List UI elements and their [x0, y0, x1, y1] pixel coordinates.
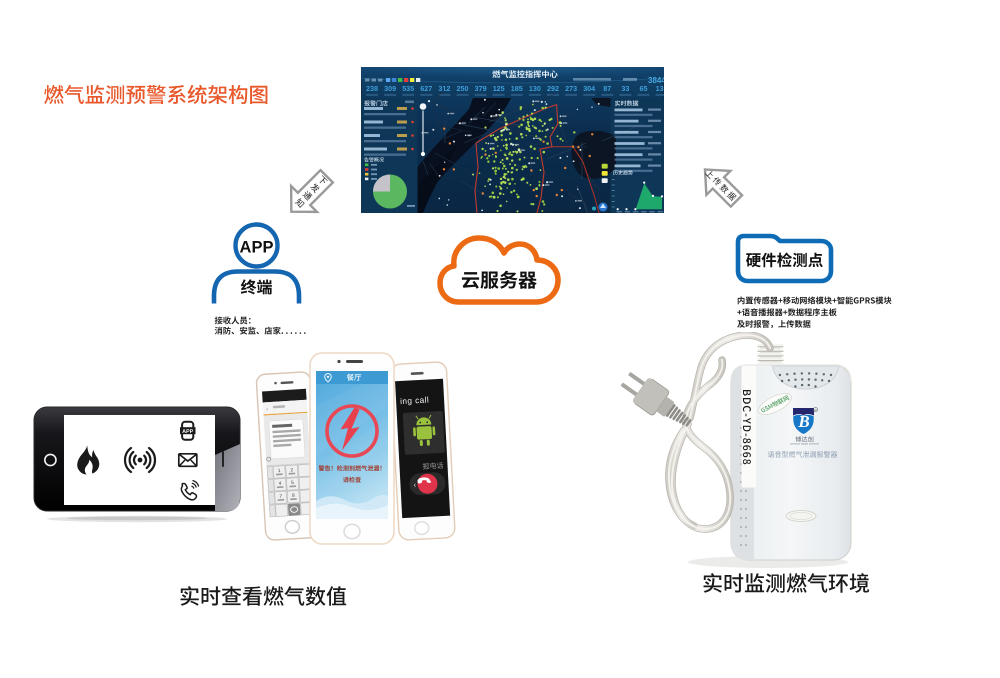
svg-text:273: 273: [565, 84, 577, 93]
svg-text:627: 627: [420, 84, 432, 93]
svg-text:185: 185: [511, 84, 523, 93]
svg-text:33: 33: [621, 84, 629, 93]
svg-text:304: 304: [583, 84, 595, 93]
svg-text:312: 312: [438, 84, 450, 93]
svg-text:‹: ‹: [266, 407, 268, 413]
svg-text:ing call: ing call: [400, 395, 430, 407]
svg-text:238: 238: [366, 84, 378, 93]
svg-text:7: 7: [279, 494, 282, 500]
svg-text:130: 130: [529, 84, 541, 93]
svg-text:3844: 3844: [648, 76, 664, 85]
svg-text:309: 309: [384, 84, 396, 93]
svg-text:125: 125: [493, 84, 505, 93]
svg-text:8: 8: [292, 493, 295, 499]
svg-text:1: 1: [278, 468, 281, 474]
svg-text:2: 2: [290, 467, 293, 473]
svg-text:135: 135: [656, 84, 664, 93]
svg-text:292: 292: [547, 84, 559, 93]
svg-text:87: 87: [603, 84, 611, 93]
svg-text:‹: ‹: [413, 480, 416, 489]
svg-text:APP: APP: [240, 239, 274, 257]
svg-text:R: R: [814, 408, 816, 412]
svg-text:379: 379: [475, 84, 487, 93]
svg-text:250: 250: [457, 84, 469, 93]
svg-text:535: 535: [402, 84, 414, 93]
svg-text:65: 65: [640, 84, 648, 93]
svg-text:5: 5: [291, 480, 294, 486]
svg-text:B: B: [797, 412, 809, 431]
svg-text:4: 4: [278, 481, 281, 487]
